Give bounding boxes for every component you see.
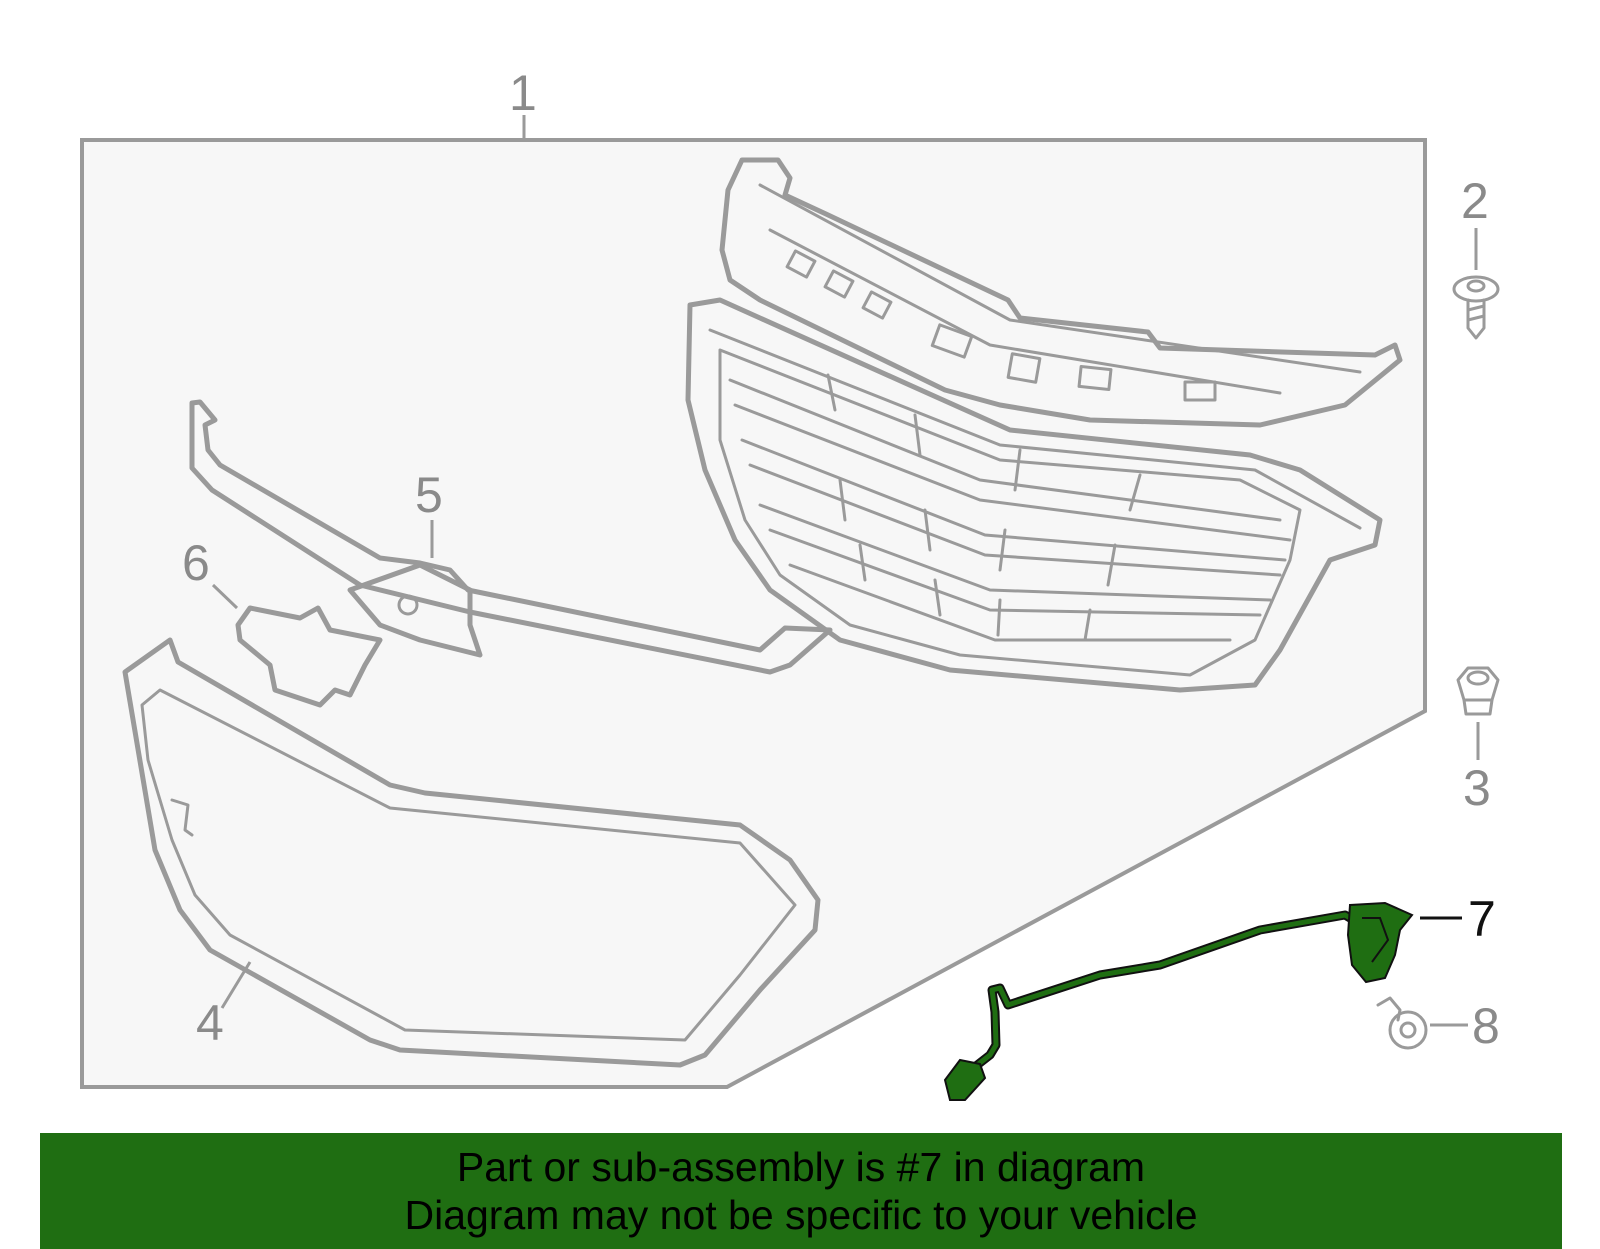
- leader-line-6: [211, 583, 239, 610]
- callout-2[interactable]: 2: [1461, 173, 1489, 229]
- callout-6[interactable]: 6: [182, 535, 210, 591]
- emblem-bowtie: [235, 605, 383, 708]
- part-info-banner: Part or sub-assembly is #7 in diagram Di…: [40, 1133, 1562, 1249]
- callout-4[interactable]: 4: [196, 995, 224, 1051]
- grille-assembly: [685, 157, 1403, 693]
- callout-7[interactable]: 7: [1468, 891, 1496, 947]
- upper-moulding-bar: [189, 399, 833, 675]
- banner-line-1: Part or sub-assembly is #7 in diagram: [456, 1144, 1146, 1190]
- callout-1[interactable]: 1: [509, 65, 537, 121]
- callout-8[interactable]: 8: [1472, 998, 1500, 1054]
- callout-3[interactable]: 3: [1463, 760, 1491, 816]
- wiring-harness-part-7[interactable]: [943, 901, 1414, 1101]
- leader-line-4: [220, 961, 252, 1009]
- nut-part-3: [1456, 666, 1500, 716]
- assembly-panel: [80, 138, 1427, 1089]
- screw-part-2: [1452, 275, 1500, 340]
- banner-line-2: Diagram may not be specific to your vehi…: [404, 1192, 1198, 1238]
- callout-5[interactable]: 5: [415, 467, 443, 523]
- bolt-part-8: [1376, 996, 1428, 1050]
- grille-surround-trim: [122, 637, 821, 1068]
